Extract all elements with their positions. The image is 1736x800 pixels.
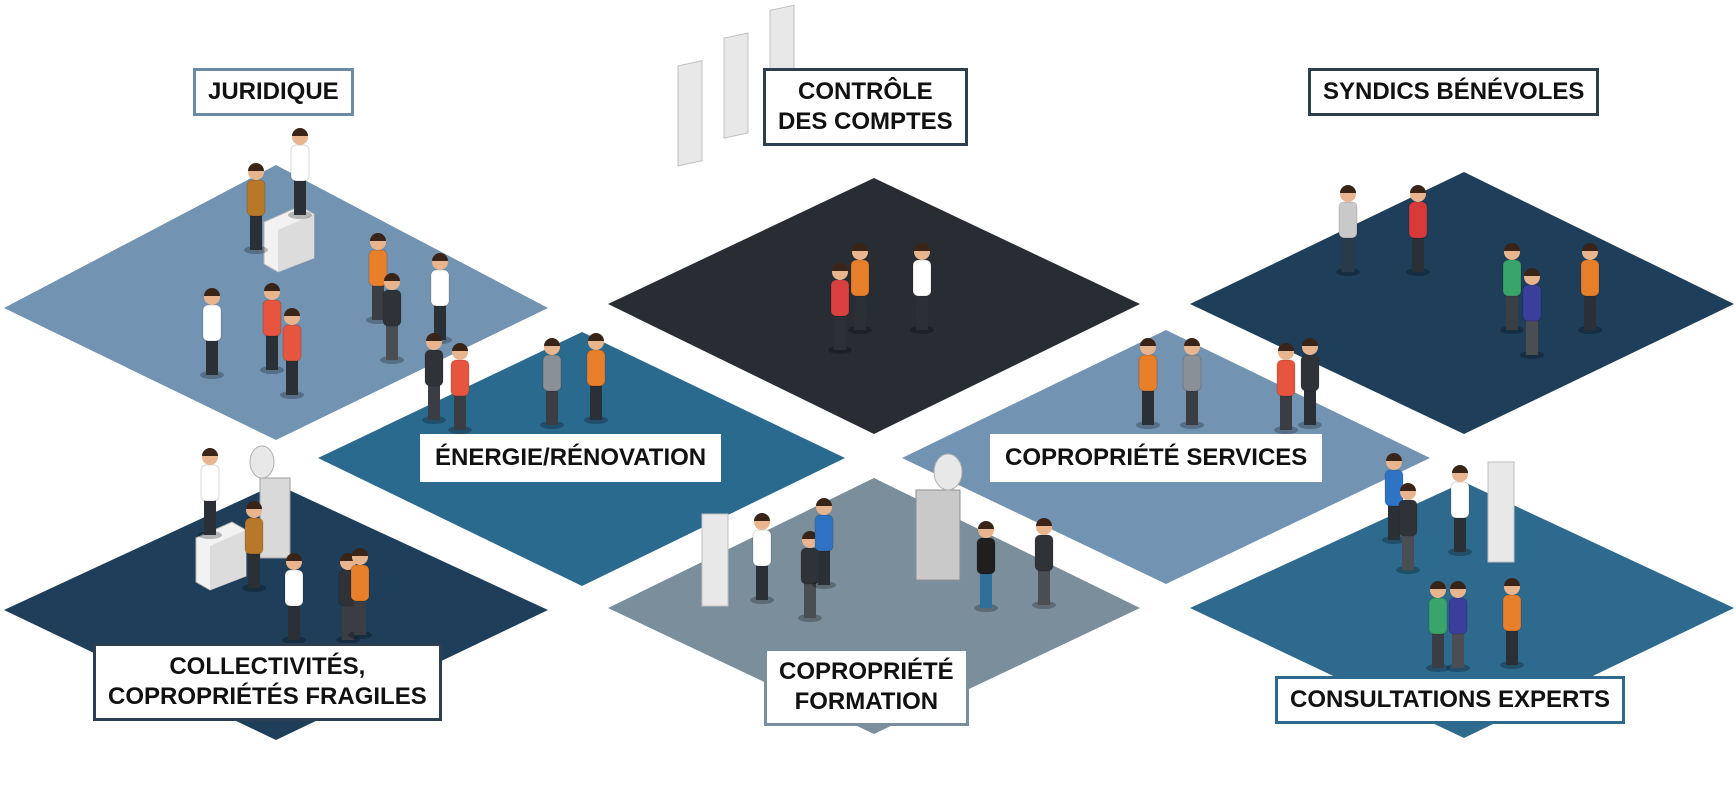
person-figure xyxy=(336,553,360,644)
brochure-stand-experts xyxy=(1487,461,1515,563)
person-figure xyxy=(198,448,222,539)
brochure-stand-formation xyxy=(701,513,729,607)
person-figure xyxy=(1446,581,1470,672)
zone-label-line: COPROPRIÉTÉ SERVICES xyxy=(1005,444,1308,471)
person-figure xyxy=(1336,185,1360,276)
person-figure xyxy=(584,333,608,424)
person-figure xyxy=(260,283,284,374)
person-figure xyxy=(910,243,934,334)
person-figure xyxy=(200,288,224,379)
person-figure xyxy=(280,308,304,399)
person-figure xyxy=(380,273,404,364)
zone-label-collectivites[interactable]: COLLECTIVITÉS, COPROPRIÉTÉS FRAGILES xyxy=(93,643,442,721)
person-figure xyxy=(1578,243,1602,334)
zone-label-line: JURIDIQUE xyxy=(208,78,339,105)
person-figure xyxy=(1274,343,1298,434)
zone-label-copropriete-services[interactable]: COPROPRIÉTÉ SERVICES xyxy=(990,434,1323,482)
person-figure xyxy=(1396,483,1420,574)
zone-label-line: COPROPRIÉTÉS FRAGILES xyxy=(108,683,427,710)
brochure-stand xyxy=(723,32,749,139)
person-figure xyxy=(1448,465,1472,556)
person-figure xyxy=(1406,185,1430,276)
people-group xyxy=(198,128,1602,672)
person-figure xyxy=(848,243,872,334)
counter-desk-juridique xyxy=(263,205,315,273)
zone-floor-formation xyxy=(608,478,1140,734)
zone-floor-collectivites xyxy=(4,484,548,740)
person-figure xyxy=(428,253,452,344)
brochure-stand xyxy=(677,60,703,167)
zone-label-line: DES COMPTES xyxy=(778,108,953,135)
person-figure xyxy=(1180,338,1204,429)
zone-label-syndics-benevoles[interactable]: SYNDICS BÉNÉVOLES xyxy=(1308,68,1600,116)
person-figure xyxy=(1520,268,1544,359)
zone-label-line: CONSULTATIONS EXPERTS xyxy=(1290,686,1611,713)
person-figure xyxy=(244,163,268,254)
person-figure xyxy=(288,128,312,219)
zone-label-line: ÉNERGIE/RÉNOVATION xyxy=(435,444,707,471)
person-figure xyxy=(422,333,446,424)
person-figure xyxy=(1500,578,1524,669)
person-figure xyxy=(282,553,306,644)
person-figure xyxy=(1032,518,1056,609)
person-figure xyxy=(750,513,774,604)
zone-label-line: FORMATION xyxy=(794,688,939,715)
person-figure xyxy=(242,501,266,592)
person-figure xyxy=(1382,453,1406,544)
zone-label-consultations-experts[interactable]: CONSULTATIONS EXPERTS xyxy=(1275,676,1626,724)
zone-label-line: COLLECTIVITÉS, xyxy=(169,653,366,680)
zone-label-line: COPROPRIÉTÉ xyxy=(779,658,954,685)
zone-label-juridique[interactable]: JURIDIQUE xyxy=(193,68,354,116)
zone-floor-syndics xyxy=(1190,172,1734,434)
person-figure xyxy=(828,263,852,354)
person-figure xyxy=(448,343,472,434)
person-figure xyxy=(1426,581,1450,672)
zone-label-line: CONTRÔLE xyxy=(798,78,933,105)
display-rack-collectivites xyxy=(249,445,291,559)
zone-label-line: SYNDICS BÉNÉVOLES xyxy=(1323,78,1585,105)
zone-label-copropriete-formation[interactable]: COPROPRIÉTÉ FORMATION xyxy=(764,648,969,726)
zone-label-energie-renovation[interactable]: ÉNERGIE/RÉNOVATION xyxy=(420,434,722,482)
zone-label-controle-des-comptes[interactable]: CONTRÔLE DES COMPTES xyxy=(763,68,968,146)
person-figure xyxy=(974,521,998,612)
display-rack-formation xyxy=(915,453,963,581)
person-figure xyxy=(1136,338,1160,429)
person-figure xyxy=(1298,338,1322,429)
person-figure xyxy=(1500,243,1524,334)
zone-floor-controle xyxy=(608,178,1140,434)
counter-desk-collectivites xyxy=(195,521,247,591)
person-figure xyxy=(812,498,836,589)
person-figure xyxy=(798,531,822,622)
person-figure xyxy=(540,338,564,429)
person-figure xyxy=(348,548,372,639)
